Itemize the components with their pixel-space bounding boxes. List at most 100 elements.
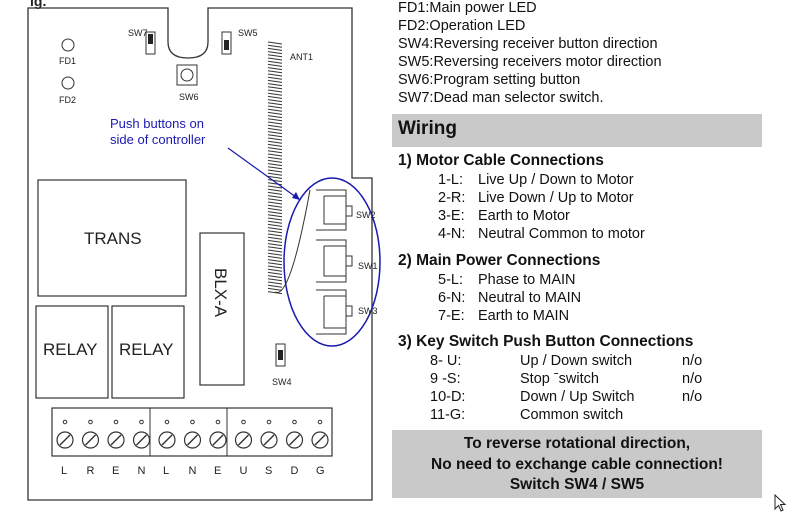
terminal-screw [183, 431, 202, 449]
motor-code-4: 4-N: [438, 226, 466, 242]
legend-sw4: SW4:Reversing receiver button direction [398, 36, 658, 52]
terminal-screw [311, 431, 329, 449]
sw7-label: SW7 [128, 28, 148, 38]
power-text-7: Earth to MAIN [478, 308, 570, 324]
terminal-label: U [240, 465, 248, 477]
board-outline [27, 7, 373, 501]
ant1-label: ANT1 [290, 52, 313, 62]
transformer-block [37, 179, 187, 297]
terminal-dot [215, 419, 221, 425]
terminal-dot [88, 419, 93, 425]
key-text-8: Up / Down switch [520, 353, 633, 369]
power-text-5: Phase to MAIN [478, 272, 576, 288]
motor-code-2: 2-R: [438, 190, 466, 206]
sw4-label: SW4 [272, 377, 292, 387]
key-type-8: n/o [682, 353, 703, 369]
motor-text-2: Live Down / Up to Motor [478, 190, 634, 206]
terminal-label: L [61, 465, 67, 477]
sw7-switch [145, 31, 156, 55]
figure-label: ig. [30, 0, 46, 9]
terminal-screw [107, 431, 125, 449]
key-text-11: Common switch [520, 407, 624, 423]
terminal-screw [158, 431, 176, 449]
motor-text-1: Live Up / Down to Motor [478, 172, 634, 188]
terminal-label: E [214, 465, 221, 477]
terminal-label: G [316, 465, 325, 477]
note-line-3: Switch SW4 / SW5 [509, 476, 645, 493]
push-buttons-label-line2: side of controller [110, 132, 206, 147]
terminal-label: S [265, 465, 272, 477]
terminal-label: N [189, 465, 197, 477]
antenna-coil [267, 41, 311, 295]
sw4-switch [275, 343, 286, 367]
power-code-6: 6-N: [438, 290, 466, 306]
sw6-label: SW6 [179, 92, 199, 102]
controller-board-diagram: ig. FD1 FD2 SW7 SW5 SW6 ANT1 Push button… [27, 0, 381, 501]
terminal-screw [260, 431, 278, 449]
terminal-screw [234, 431, 253, 449]
power-code-5: 5-L: [438, 272, 463, 288]
sw6-button [176, 64, 198, 86]
power-text-6: Neutral to MAIN [478, 290, 582, 306]
legend-fd1: FD1:Main power LED [398, 0, 537, 16]
terminal-dot [266, 419, 272, 425]
fd1-led [61, 38, 75, 52]
push-buttons-label-line1: Push buttons on [110, 116, 204, 131]
legend-sw7: SW7:Dead man selector switch. [398, 90, 604, 106]
legend-fd2: FD2:Operation LED [398, 18, 526, 34]
relay-left-label: RELAY [43, 340, 98, 359]
key-type-10: n/o [682, 389, 703, 405]
reverse-direction-note: To reverse rotational direction, No need… [392, 430, 762, 498]
trans-label: TRANS [84, 229, 142, 248]
motor-code-3: 3-E: [438, 208, 465, 224]
terminal-label: R [87, 465, 95, 477]
motor-code-1: 1-L: [438, 172, 463, 188]
sw1-label: SW1 [358, 261, 378, 271]
terminal-dot [190, 419, 195, 425]
wiring-header: Wiring [392, 114, 762, 147]
side-push-buttons [316, 189, 353, 335]
key-code-10: 10-D: [430, 389, 466, 405]
terminal-label: L [163, 465, 169, 477]
power-heading: 2) Main Power Connections [398, 252, 601, 269]
terminal-dot [62, 419, 68, 425]
terminal-dot [241, 419, 246, 425]
key-code-8: 8- U: [430, 353, 462, 369]
blx-a-label: BLX-A [211, 268, 230, 318]
note-line-2: No need to exchange cable connection! [431, 456, 723, 473]
legend-sw6: SW6:Program setting button [398, 72, 581, 88]
push-buttons-ellipse [283, 177, 381, 347]
keyswitch-heading: 3) Key Switch Push Button Connections [398, 333, 694, 350]
terminal-dot [164, 419, 170, 425]
relay-left-block [35, 305, 109, 399]
terminal-screw [285, 431, 304, 449]
terminal-dot [113, 419, 119, 425]
callout-arrow [227, 147, 301, 201]
terminal-screw [56, 431, 74, 449]
key-text-9: Stop ˉswitch [520, 371, 599, 387]
motor-text-4: Neutral Common to motor [478, 226, 645, 242]
legend-sw5: SW5:Reversing receivers motor direction [398, 54, 662, 70]
motor-heading: 1) Motor Cable Connections [398, 152, 604, 169]
terminal-label: N [138, 465, 146, 477]
sw5-label: SW5 [238, 28, 258, 38]
key-type-9: n/o [682, 371, 703, 387]
terminal-dot [292, 419, 297, 425]
sw2-label: SW2 [356, 210, 376, 220]
key-code-11: 11-G: [430, 407, 466, 423]
note-line-1: To reverse rotational direction, [463, 435, 691, 452]
terminal-label: E [112, 465, 119, 477]
key-text-10: Down / Up Switch [520, 389, 635, 405]
sw3-label: SW3 [358, 306, 378, 316]
terminal-screw [132, 431, 151, 449]
key-code-9: 9 -S: [430, 371, 461, 387]
relay-right-block [111, 305, 185, 399]
fd2-label: FD2 [59, 95, 76, 105]
relay-right-label: RELAY [119, 340, 174, 359]
fd2-led [61, 76, 75, 90]
motor-text-3: Earth to Motor [478, 208, 570, 224]
terminal-dot [139, 419, 144, 425]
sw5-switch [221, 31, 232, 55]
terminal-screw [209, 431, 227, 449]
